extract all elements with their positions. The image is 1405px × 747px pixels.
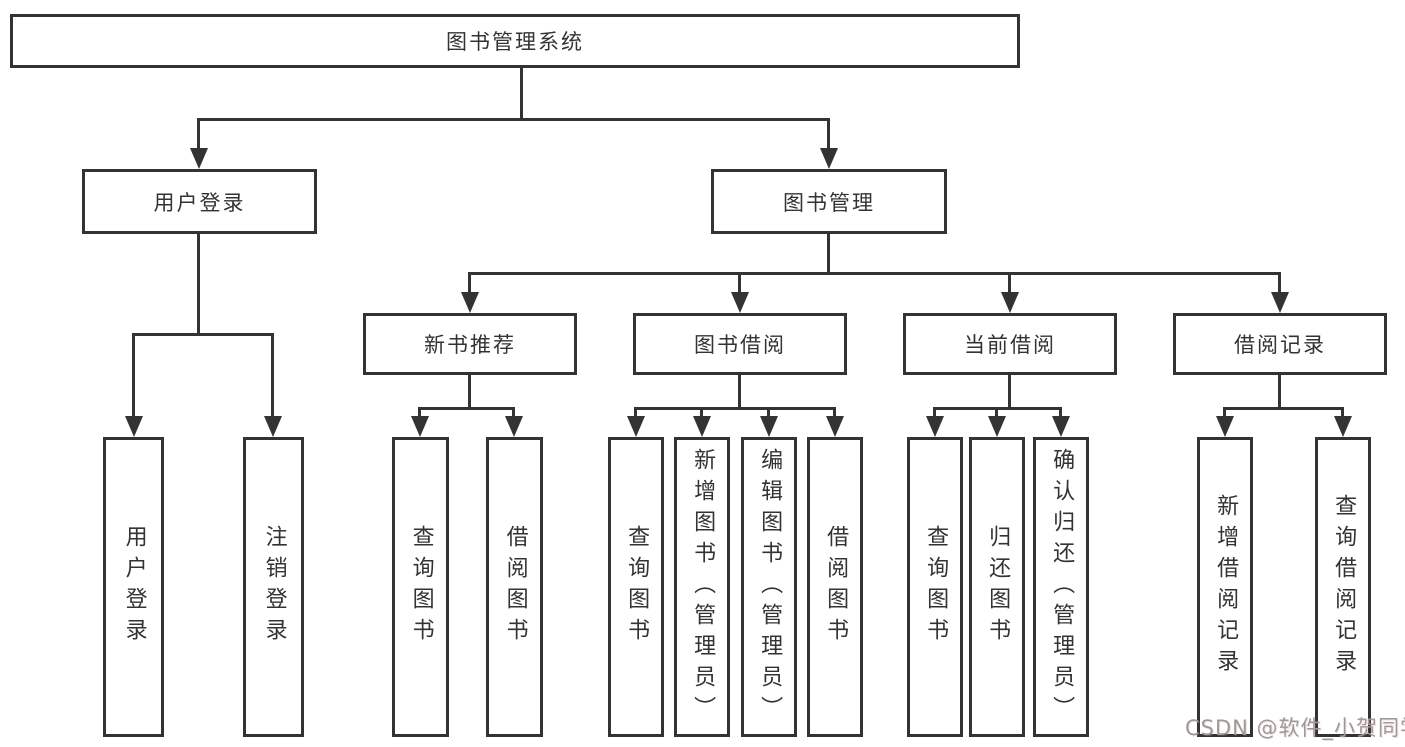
connector-stem-leaf	[512, 407, 515, 420]
arrow-down-icon	[1271, 292, 1289, 313]
csdn-watermark: CSDN @软件_小贺同学	[1185, 716, 1405, 740]
arrow-down-icon	[627, 416, 645, 437]
connector-level3-rail	[468, 272, 1281, 275]
arrow-down-icon	[1052, 416, 1070, 437]
arrow-down-icon	[1001, 292, 1019, 313]
connector-level2-rail	[197, 118, 830, 121]
connector-stem-leaf	[1341, 407, 1344, 420]
connector-new-book-rail	[418, 407, 515, 410]
node-new-book-recommend: 新书推荐	[363, 313, 577, 375]
node-book-borrow: 图书借阅	[633, 313, 847, 375]
arrow-down-icon	[988, 416, 1006, 437]
connector-stem-book-borrow	[738, 272, 741, 296]
leaf-confirm-return-admin: 确认归还（管理员）	[1033, 437, 1089, 737]
connector-stem-book-mgmt	[827, 118, 830, 152]
leaf-logout: 注销登录	[243, 437, 304, 737]
connector-stem-leaf	[271, 333, 274, 420]
arrow-down-icon	[731, 292, 749, 313]
connector-stem-leaf	[634, 407, 637, 420]
connector-book-mgmt-drop	[827, 234, 830, 275]
connector-stem-current-borrow	[1008, 272, 1011, 296]
connector-stem-leaf	[995, 407, 998, 420]
arrow-down-icon	[264, 416, 282, 437]
connector-stem-borrow-records	[1278, 272, 1281, 296]
arrow-down-icon	[505, 416, 523, 437]
node-current-borrow: 当前借阅	[903, 313, 1117, 375]
connector-new-book-drop	[468, 375, 471, 410]
node-root-system: 图书管理系统	[10, 14, 1020, 68]
arrow-down-icon	[1216, 416, 1234, 437]
connector-stem-leaf	[418, 407, 421, 420]
leaf-query-books: 查询图书	[392, 437, 449, 737]
leaf-return-books: 归还图书	[969, 437, 1025, 737]
node-book-management: 图书管理	[711, 169, 947, 234]
arrow-down-icon	[826, 416, 844, 437]
leaf-borrow-books: 借阅图书	[807, 437, 863, 737]
leaf-add-borrow-record: 新增借阅记录	[1197, 437, 1253, 737]
connector-stem-leaf	[700, 407, 703, 420]
connector-stem-leaf	[833, 407, 836, 420]
leaf-add-books-admin: 新增图书（管理员）	[674, 437, 730, 737]
connector-book-borrow-drop	[738, 375, 741, 410]
arrow-down-icon	[926, 416, 944, 437]
arrow-down-icon	[411, 416, 429, 437]
node-user-login: 用户登录	[82, 169, 317, 234]
leaf-edit-books-admin: 编辑图书（管理员）	[741, 437, 797, 737]
connector-root-trunk	[520, 68, 523, 118]
arrow-down-icon	[1334, 416, 1352, 437]
connector-stem-new-book	[468, 272, 471, 296]
connector-user-login-rail	[132, 333, 274, 336]
leaf-query-books: 查询图书	[907, 437, 963, 737]
leaf-query-borrow-record: 查询借阅记录	[1315, 437, 1371, 737]
connector-stem-user-login	[197, 118, 200, 152]
arrow-down-icon	[820, 148, 838, 169]
connector-book-borrow-rail	[634, 407, 836, 410]
arrow-down-icon	[461, 292, 479, 313]
arrow-down-icon	[693, 416, 711, 437]
connector-stem-leaf	[132, 333, 135, 420]
connector-user-login-drop	[197, 234, 200, 336]
connector-borrow-records-rail	[1223, 407, 1344, 410]
connector-stem-leaf	[933, 407, 936, 420]
connector-current-borrow-drop	[1008, 375, 1011, 410]
leaf-query-books: 查询图书	[608, 437, 664, 737]
leaf-borrow-books: 借阅图书	[486, 437, 543, 737]
connector-stem-leaf	[1059, 407, 1062, 420]
arrow-down-icon	[125, 416, 143, 437]
connector-borrow-records-drop	[1278, 375, 1281, 410]
node-borrow-records: 借阅记录	[1173, 313, 1387, 375]
connector-stem-leaf	[767, 407, 770, 420]
leaf-user-login: 用户登录	[103, 437, 164, 737]
arrow-down-icon	[760, 416, 778, 437]
connector-stem-leaf	[1223, 407, 1226, 420]
arrow-down-icon	[190, 148, 208, 169]
